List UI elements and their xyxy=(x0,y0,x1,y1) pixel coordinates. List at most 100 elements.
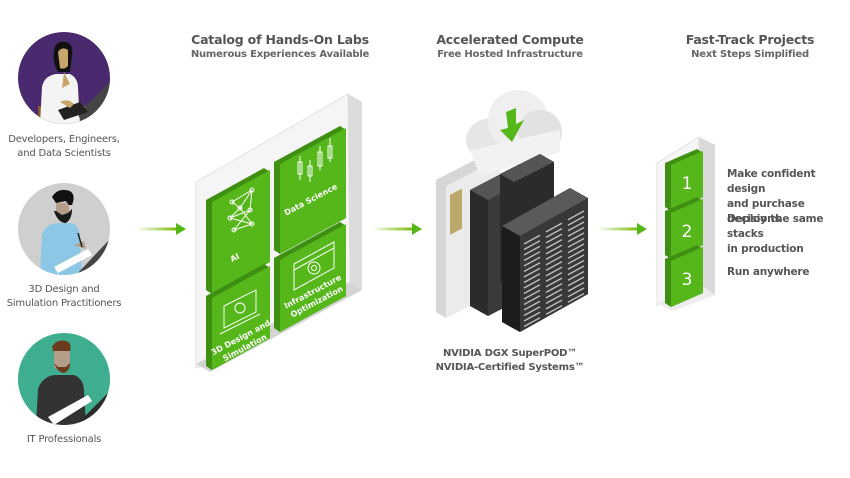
column-title: Catalog of Hands-On Labs xyxy=(191,32,369,47)
server-slot xyxy=(523,289,541,300)
column-subtitle: Next Steps Simplified xyxy=(691,49,809,60)
server-slot xyxy=(523,234,541,245)
server-slots xyxy=(523,210,585,328)
server-slot xyxy=(523,251,541,262)
step-block-3 xyxy=(665,245,703,307)
step-text-2: Deploy the same stacks in production xyxy=(727,212,850,257)
server-slot xyxy=(523,295,541,306)
server-slot xyxy=(523,240,541,251)
server-slot xyxy=(545,293,563,305)
server-slot xyxy=(545,244,563,255)
server-slot xyxy=(545,299,563,310)
server-slot xyxy=(523,262,541,273)
server-slot xyxy=(567,232,585,243)
persona-label-developers: Developers, Engineers, and Data Scientis… xyxy=(0,133,128,161)
compute-caption: NVIDIA DGX SuperPOD™ NVIDIA-Certified Sy… xyxy=(410,347,610,375)
server-slot xyxy=(545,249,563,261)
arrow-right-icon xyxy=(597,223,647,235)
window-gear-icon xyxy=(293,241,335,291)
compute-caption-line: NVIDIA-Certified Systems™ xyxy=(435,362,585,373)
persona-label-line: IT Professionals xyxy=(26,434,102,445)
server-slot xyxy=(523,256,541,267)
server-slot xyxy=(523,300,541,311)
server-slot xyxy=(523,267,541,278)
step-text-line: in production xyxy=(727,243,804,255)
server-rack xyxy=(502,188,588,332)
neural-network-icon xyxy=(227,187,255,233)
column-subtitle: Free Hosted Infrastructure xyxy=(437,49,583,60)
server-slot xyxy=(567,221,585,232)
server-slot xyxy=(523,306,541,317)
server-slot xyxy=(567,287,585,298)
server-slot xyxy=(545,227,563,239)
server-slot xyxy=(545,233,563,244)
persona-label-line: Developers, Engineers, xyxy=(8,134,120,145)
server-slot xyxy=(545,304,563,316)
step-block-2 xyxy=(665,197,703,259)
server-slot xyxy=(567,215,585,226)
server-slot xyxy=(567,276,585,287)
persona-label-line: Simulation Practitioners xyxy=(6,298,122,309)
arrow-right-icon xyxy=(372,223,422,235)
server-slot xyxy=(567,210,585,221)
developer-avatar-icon xyxy=(18,32,110,124)
server-slot xyxy=(567,248,585,259)
catalog-panel: AI Data Science 3D Design and Simulation… xyxy=(195,93,362,372)
persona-it-professionals xyxy=(18,333,110,425)
server-slot xyxy=(567,243,585,254)
step-text-line: Make confident design xyxy=(727,168,816,195)
server-slot xyxy=(567,281,585,292)
tile-ai xyxy=(206,168,270,294)
column-subtitle: Numerous Experiences Available xyxy=(190,49,370,60)
persona-label-designers: 3D Design and Simulation Practitioners xyxy=(0,283,128,311)
step-number: 1 xyxy=(682,174,693,194)
server-slot xyxy=(523,273,541,284)
server-slot xyxy=(545,222,563,233)
step-number: 3 xyxy=(682,270,693,290)
step-text-1: Make confident design and purchase decis… xyxy=(727,167,850,227)
server-slot xyxy=(545,238,563,250)
server-slot xyxy=(523,317,541,328)
server-slot xyxy=(567,237,585,248)
server-slot xyxy=(545,277,563,288)
step-text-line: Deploy the same stacks xyxy=(727,213,824,240)
server-slot xyxy=(523,278,541,289)
persona-label-line: and Data Scientists xyxy=(17,148,111,159)
column-header-catalog: Catalog of Hands-On Labs Numerous Experi… xyxy=(180,32,380,62)
server-slot xyxy=(545,260,563,272)
server-slot xyxy=(545,282,563,294)
persona-label-it-professionals: IT Professionals xyxy=(0,433,128,447)
cloud-download-icon xyxy=(466,90,562,176)
server-slot xyxy=(545,288,563,299)
server-slot xyxy=(567,254,585,265)
column-header-compute: Accelerated Compute Free Hosted Infrastr… xyxy=(410,32,610,62)
server-slot xyxy=(567,226,585,237)
step-text-line: Run anywhere xyxy=(727,266,810,278)
steps-stack: 1 2 3 xyxy=(656,136,715,311)
step-text-3: Run anywhere xyxy=(727,265,809,280)
compute-illustration xyxy=(436,90,588,332)
server-slot xyxy=(567,270,585,281)
column-title: Fast-Track Projects xyxy=(685,32,815,47)
server-slot xyxy=(523,284,541,295)
arrow-right-icon xyxy=(136,223,186,235)
persona-label-line: 3D Design and xyxy=(28,284,100,295)
server-slot xyxy=(545,266,563,277)
step-number: 2 xyxy=(682,222,693,242)
it-professional-avatar-icon xyxy=(18,333,110,425)
column-header-fast-track: Fast-Track Projects Next Steps Simplifie… xyxy=(655,32,845,62)
candlestick-chart-icon xyxy=(297,138,333,182)
server-slot xyxy=(523,245,541,256)
step-text-line: and purchase decisions xyxy=(727,198,805,225)
server-slot xyxy=(545,271,563,283)
persona-developers xyxy=(18,32,110,124)
step-block-1 xyxy=(665,149,703,211)
server-slot xyxy=(567,292,585,303)
server-slot xyxy=(567,265,585,276)
server-slot xyxy=(567,259,585,270)
compute-caption-line: NVIDIA DGX SuperPOD™ xyxy=(442,348,578,359)
designer-avatar-icon xyxy=(18,183,110,275)
server-slot xyxy=(523,311,541,322)
column-title: Accelerated Compute xyxy=(436,32,584,47)
persona-designers xyxy=(18,183,110,275)
